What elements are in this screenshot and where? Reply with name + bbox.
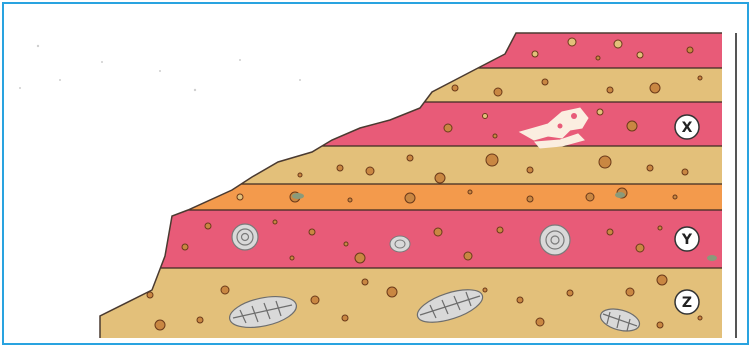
layer-label-x: X xyxy=(675,115,699,139)
ammonite-fossil-icon xyxy=(232,224,258,250)
layer-z xyxy=(90,268,730,343)
layer-sand-1 xyxy=(90,68,730,102)
layer-label-y: Y xyxy=(675,227,699,251)
strata-layers xyxy=(90,30,730,343)
layer-sand-2 xyxy=(90,146,730,184)
ammonite-fossil-icon xyxy=(390,236,410,252)
layer-y xyxy=(90,210,730,268)
sky-speckles xyxy=(19,45,301,91)
label-x-text: X xyxy=(682,120,693,136)
label-z-text: Z xyxy=(682,295,692,311)
ammonite-fossil-icon xyxy=(540,225,570,255)
layer-label-z: Z xyxy=(675,290,699,314)
label-y-text: Y xyxy=(681,232,693,248)
layer-top-pink xyxy=(90,30,730,68)
